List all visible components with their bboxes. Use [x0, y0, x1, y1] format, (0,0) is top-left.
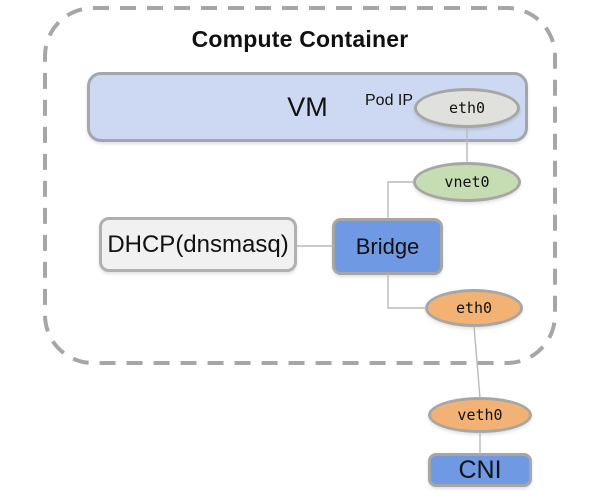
- edge-eth0-to-veth0: [473, 325, 481, 399]
- vnet0-interface-node: vnet0: [413, 162, 521, 202]
- veth0-interface-node: veth0: [428, 397, 532, 433]
- cni-node: CNI: [428, 453, 532, 487]
- edge-vnet0-to-bridge: [387, 181, 414, 219]
- bridge-node: Bridge: [332, 218, 443, 275]
- compute-container-title: Compute Container: [191, 26, 409, 52]
- edge-bridge-to-eth0: [387, 274, 426, 309]
- bridge-eth0-interface-node: eth0: [425, 289, 523, 327]
- pod-ip-label: Pod IP: [365, 92, 414, 109]
- dhcp-dnsmasq-node: DHCP(dnsmasq): [99, 217, 297, 272]
- vm-eth0-interface-node: eth0: [414, 88, 520, 128]
